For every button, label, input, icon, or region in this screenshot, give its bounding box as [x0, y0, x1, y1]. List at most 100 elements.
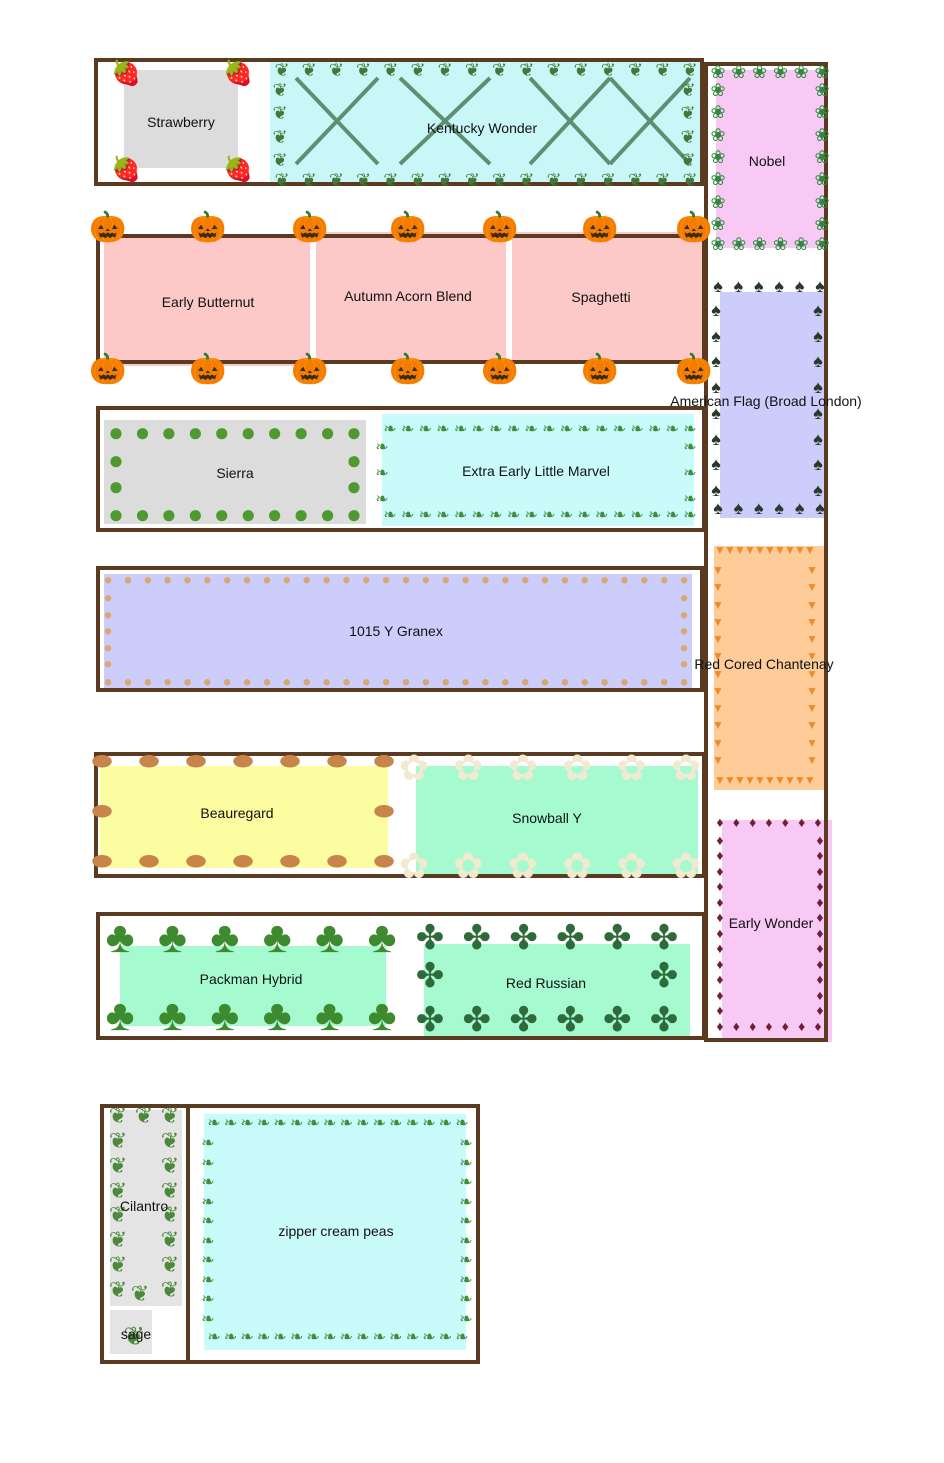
pea-icon: ❧ [289, 1115, 304, 1132]
leek-icon: ♠ [713, 498, 723, 518]
bean-icon: ❦ [272, 80, 288, 100]
onion-icon: ● [103, 589, 113, 607]
bean-icon: ❦ [600, 170, 616, 190]
herb-icon: ❦ [160, 1227, 180, 1253]
bean-icon: ❦ [464, 170, 480, 190]
pea-icon: ❧ [201, 1252, 215, 1270]
onion-icon: ● [460, 571, 471, 589]
carrot-icon: ▼ [744, 543, 756, 557]
carrot-icon: ▼ [712, 683, 724, 698]
sweet-potato-icon: ⬬ [138, 848, 160, 875]
bean-icon: ❦ [356, 60, 372, 80]
bean-icon: ❦ [655, 170, 671, 190]
bean-icon: ❦ [383, 60, 399, 80]
carrot-icon: ▼ [712, 614, 724, 629]
pea-icon: ❧ [289, 1329, 304, 1346]
carrot-icon: ▼ [714, 773, 726, 787]
onion-icon: ● [103, 571, 113, 589]
onion-icon: ● [103, 655, 113, 673]
carrot-icon: ▼ [744, 773, 756, 787]
strawberry-icon: 🍓 [111, 156, 141, 183]
onion-icon: ● [460, 673, 471, 691]
beet-icon: ♦ [816, 971, 824, 988]
bean-icon: ❦ [600, 60, 616, 80]
bean-icon: ❦ [356, 170, 372, 190]
spinach-icon: ❀ [752, 234, 768, 254]
carrot-icon: ▼ [712, 753, 724, 767]
spinach-icon: ❀ [710, 234, 726, 254]
carrot-icon: ▼ [734, 773, 746, 787]
bed-top-row[interactable] [94, 58, 704, 186]
pea-icon: ❧ [459, 1213, 473, 1231]
beet-icon: ♦ [816, 847, 824, 864]
bean-icon: ❦ [272, 126, 288, 147]
leek-icon: ♠ [754, 498, 764, 518]
onion-icon: ● [679, 622, 689, 640]
kale-icon: ✤ [556, 1001, 585, 1039]
onion-icon: ● [540, 571, 550, 589]
pea-icon: ❧ [455, 1329, 469, 1346]
early-butternut-area [104, 238, 310, 366]
cauliflower-icon: ✿ [507, 845, 538, 886]
beet-icon: ♦ [816, 1002, 824, 1018]
onion-icon: ● [679, 639, 689, 656]
bean-icon: ❦ [328, 60, 344, 80]
bed-right-column[interactable] [704, 62, 828, 1042]
label-strawberry: Strawberry [147, 114, 215, 130]
onion-icon: ● [679, 655, 689, 673]
pea-icon: ❧ [372, 1329, 387, 1346]
pea-icon: ❧ [506, 421, 521, 438]
label-snowball: Snowball Y [512, 810, 582, 826]
onion-icon: ● [580, 571, 590, 589]
bean-icon: ❦ [573, 60, 589, 80]
kale-icon: ✤ [649, 957, 679, 995]
pea-icon: ❧ [453, 507, 468, 524]
pea-icon: ❧ [273, 1329, 287, 1346]
cabbage-icon: ● [346, 417, 362, 447]
pea-icon: ❧ [256, 1115, 271, 1132]
sage-area [110, 1310, 152, 1354]
granex-area [104, 574, 692, 688]
sweet-potato-icon: ⬬ [373, 748, 395, 775]
spinach-icon: ❀ [731, 62, 747, 82]
leek-icon: ♠ [713, 276, 723, 296]
bed-zipper[interactable] [186, 1104, 480, 1364]
spaghetti-area [512, 232, 702, 362]
spinach-icon: ❀ [772, 234, 788, 254]
kale-icon: ✤ [462, 919, 492, 957]
cauliflower-icon: ✿ [398, 845, 430, 886]
beet-icon: ♦ [816, 893, 824, 910]
onion-icon: ● [182, 571, 192, 589]
pea-icon: ❧ [223, 1115, 238, 1132]
pea-icon: ❧ [339, 1329, 353, 1346]
beet-icon: ♦ [716, 1002, 724, 1018]
leek-icon: ♠ [711, 428, 721, 449]
pea-icon: ❧ [665, 421, 680, 438]
spinach-icon: ❀ [814, 80, 830, 100]
onion-icon: ● [520, 673, 530, 691]
cabbage-icon: ● [293, 417, 309, 447]
bean-icon: ❦ [274, 60, 290, 80]
pea-icon: ❧ [612, 421, 627, 438]
cabbage-icon: ● [108, 417, 124, 447]
herb-icon: ❦ [160, 1152, 180, 1178]
broccoli-icon: ♣ [367, 913, 397, 962]
snowball-area [416, 766, 698, 876]
herb-icon: ❦ [160, 1127, 180, 1153]
beet-icon: ♦ [816, 940, 824, 957]
onion-icon: ● [480, 673, 490, 691]
onion-icon: ● [520, 571, 530, 589]
spinach-icon: ❀ [793, 234, 809, 254]
pea-icon: ❧ [438, 1329, 453, 1346]
herb-icon: ❦ [160, 1252, 180, 1278]
bed-onion[interactable] [96, 566, 704, 692]
label-red-cored-chantenay: Red Cored Chantenay [694, 656, 834, 672]
broccoli-icon: ♣ [105, 991, 135, 1040]
carrot-icon: ▼ [764, 773, 776, 787]
pea-icon: ❧ [489, 421, 503, 438]
carrot-icon: ▼ [806, 753, 818, 767]
carrot-icon: ▼ [784, 773, 796, 787]
onion-icon: ● [639, 571, 649, 589]
cauliflower-icon: ✿ [616, 747, 647, 788]
pea-icon: ❧ [577, 421, 591, 438]
